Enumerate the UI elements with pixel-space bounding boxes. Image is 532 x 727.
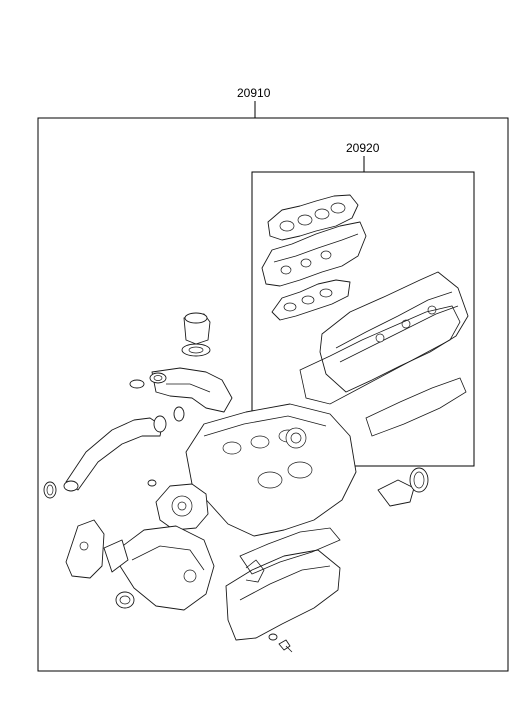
water-pump[interactable] — [155, 483, 209, 531]
timing-cover[interactable] — [119, 525, 215, 611]
oil-pan[interactable] — [225, 549, 341, 641]
small-o-ring[interactable] — [43, 406, 185, 499]
rear-main-seal[interactable] — [377, 467, 429, 507]
drain-washer[interactable] — [268, 633, 278, 641]
water-pipe[interactable] — [63, 415, 167, 492]
inner-kit-frame — [251, 171, 475, 467]
inner-kit-label[interactable]: 20920 — [346, 141, 380, 155]
front-crank-seal[interactable] — [115, 591, 135, 609]
exhaust-pipe[interactable] — [151, 367, 233, 413]
oil-pan-gasket[interactable] — [239, 527, 341, 583]
engine-mount-bracket[interactable] — [65, 519, 129, 579]
intake-manifold-gasket[interactable] — [267, 194, 359, 241]
head-cover-gasket[interactable] — [299, 305, 467, 437]
exhaust-gasket[interactable] — [129, 372, 167, 389]
outer-kit-frame — [37, 117, 509, 672]
drain-plug[interactable] — [278, 639, 293, 653]
thermostat-housing[interactable] — [183, 312, 211, 345]
cylinder-head-cover[interactable] — [319, 271, 469, 393]
intake-plenum[interactable] — [261, 221, 367, 287]
thermostat-gasket[interactable] — [181, 343, 211, 357]
engine-block[interactable] — [185, 403, 357, 537]
outer-kit-label[interactable]: 20910 — [237, 86, 271, 100]
intake-gasket-lower[interactable] — [271, 279, 351, 321]
